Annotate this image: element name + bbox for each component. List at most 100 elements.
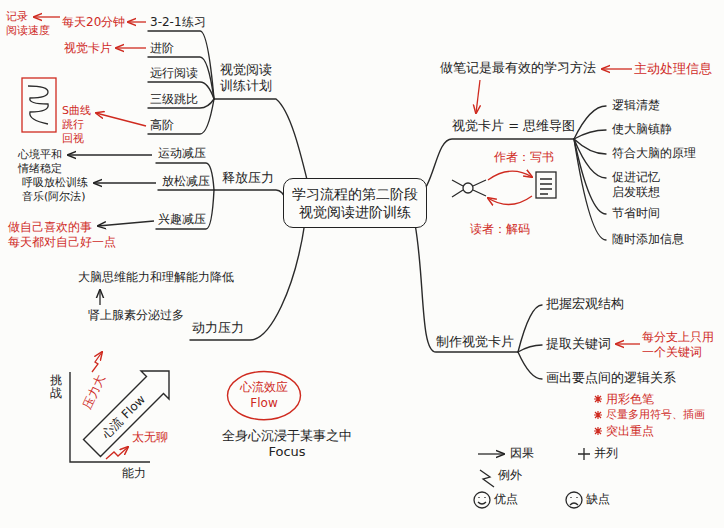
legend-text: 例外	[498, 468, 522, 483]
drawing-stroke	[478, 497, 486, 504]
note-text: S曲线 跳行 回视	[62, 104, 91, 145]
note-text: 做自己喜欢的事 每天都对自己好一点	[8, 220, 116, 250]
drawing-stroke	[574, 106, 606, 139]
drawing-stroke	[156, 163, 214, 190]
drawing-stroke	[570, 497, 578, 505]
note-text: 读者：解码	[470, 222, 530, 237]
flow-cloud: 心流效应 Flow	[226, 370, 302, 421]
drawing-stroke	[463, 183, 473, 193]
cloud-ellipse	[228, 372, 301, 420]
drawing-stroke	[602, 68, 632, 69]
drawing-stroke	[96, 113, 146, 126]
drawing-stroke	[476, 80, 480, 113]
note-text: 把握宏观结构	[546, 296, 624, 312]
note-text: 动力压力	[192, 320, 244, 336]
drawing-stroke	[566, 492, 582, 508]
note-text: 肾上腺素分泌过多	[88, 308, 184, 323]
node-text: 学习流程的第二阶段 视觉阅读进阶训练	[292, 185, 418, 221]
note-text: 放松减压	[162, 174, 210, 189]
note-text: 逻辑清楚	[612, 98, 660, 113]
drawing-stroke	[99, 290, 100, 305]
note-text: 作者：写书	[494, 150, 554, 165]
drawing-stroke	[158, 190, 290, 206]
note-text: 进阶	[150, 41, 174, 56]
note-text: 促进记忆 启发联想	[612, 170, 660, 200]
node-text: 心流效应 Flow	[240, 380, 288, 411]
note-text: 用彩色笔	[606, 392, 654, 407]
drawing-stroke	[574, 139, 606, 214]
branch-lines	[148, 31, 606, 379]
red-arrows	[34, 17, 640, 459]
legend-text: 缺点	[586, 492, 610, 507]
note-text: 太无聊	[132, 430, 168, 445]
note-text: 全身心沉浸于某事之中 Focus	[222, 428, 352, 461]
legend-text: 并列	[594, 446, 618, 461]
note-text: 每天20分钟	[62, 15, 125, 30]
note-text: 3-2-1练习	[150, 15, 206, 30]
note-text: 符合大脑的原理	[612, 146, 696, 161]
drawing-stroke	[148, 31, 214, 99]
drawing-stroke	[518, 305, 542, 352]
drawing-stroke	[488, 171, 532, 180]
red-stars	[594, 395, 602, 435]
drawing-stroke	[128, 21, 146, 22]
note-text: 节省时间	[612, 206, 660, 221]
drawing-stroke	[478, 453, 504, 454]
reading-path-sketch	[22, 78, 56, 132]
legend-text: 因果	[510, 446, 534, 461]
note-text: 尽量多用符号、插画	[606, 408, 705, 422]
note-text: 每分支上只用 一个关键词	[642, 330, 714, 360]
drawing-stroke	[156, 190, 214, 229]
note-text: 远行阅读	[150, 66, 198, 81]
note-text: 大脑思维能力和理解能力降低	[78, 270, 234, 285]
drawing-stroke	[415, 139, 574, 198]
note-text: 使大脑镇静	[612, 122, 672, 137]
note-text: 挑战	[50, 374, 62, 400]
drawing-stroke	[574, 139, 606, 240]
drawing-stroke	[474, 492, 490, 508]
drawing-stroke	[480, 470, 494, 487]
note-text: 画出要点间的逻辑关系	[546, 370, 676, 386]
topic-box: 学习流程的第二阶段 视觉阅读进阶训练	[283, 178, 427, 228]
note-text: 呼吸放松训练 音乐(阿尔法)	[22, 176, 88, 204]
legend-text: 优点	[494, 492, 518, 507]
note-text: 视觉卡片 = 思维导图	[452, 118, 575, 134]
flow-chart	[70, 371, 169, 462]
note-text: 突出重点	[606, 424, 654, 439]
note-text: 心境平和 情绪稳定	[18, 148, 62, 176]
note-text: 高阶	[150, 118, 174, 133]
drawing-stroke	[22, 78, 56, 132]
drawing-stroke	[518, 345, 542, 352]
note-text: 能力	[122, 466, 146, 481]
document-icon	[536, 172, 556, 198]
drawing-stroke	[452, 180, 486, 197]
note-text: 兴趣减压	[158, 212, 206, 227]
drawing-stroke	[34, 16, 60, 17]
note-text: 三级跳比	[150, 92, 198, 107]
drawing-stroke	[536, 172, 556, 198]
note-text: 做笔记是最有效的学习方法	[440, 60, 596, 76]
note-text: 提取关键词	[546, 336, 611, 352]
drawing-stroke	[574, 130, 606, 139]
drawing-stroke	[68, 154, 152, 155]
drawing-stroke	[94, 182, 156, 183]
drawing-stroke	[594, 427, 602, 435]
drawing-stroke	[594, 411, 602, 419]
drawing-stroke	[92, 352, 102, 372]
drawing-stroke	[28, 86, 48, 124]
drawing-stroke	[116, 47, 146, 48]
note-text: 压力大	[80, 373, 109, 412]
drawing-stroke	[540, 179, 552, 194]
note-text: 视觉阅读 训练计划	[220, 62, 272, 95]
drawing-stroke	[415, 224, 518, 352]
note-text: 运动减压	[158, 146, 206, 161]
drawing-stroke	[574, 139, 606, 154]
note-text: 视觉卡片	[64, 41, 112, 56]
drawing-stroke	[594, 395, 602, 403]
drawing-stroke	[106, 447, 128, 459]
note-text: 制作视觉卡片	[436, 334, 514, 350]
note-text: 随时添加信息	[612, 232, 684, 247]
drawing-stroke	[488, 196, 532, 205]
drawing-stroke	[578, 448, 590, 460]
